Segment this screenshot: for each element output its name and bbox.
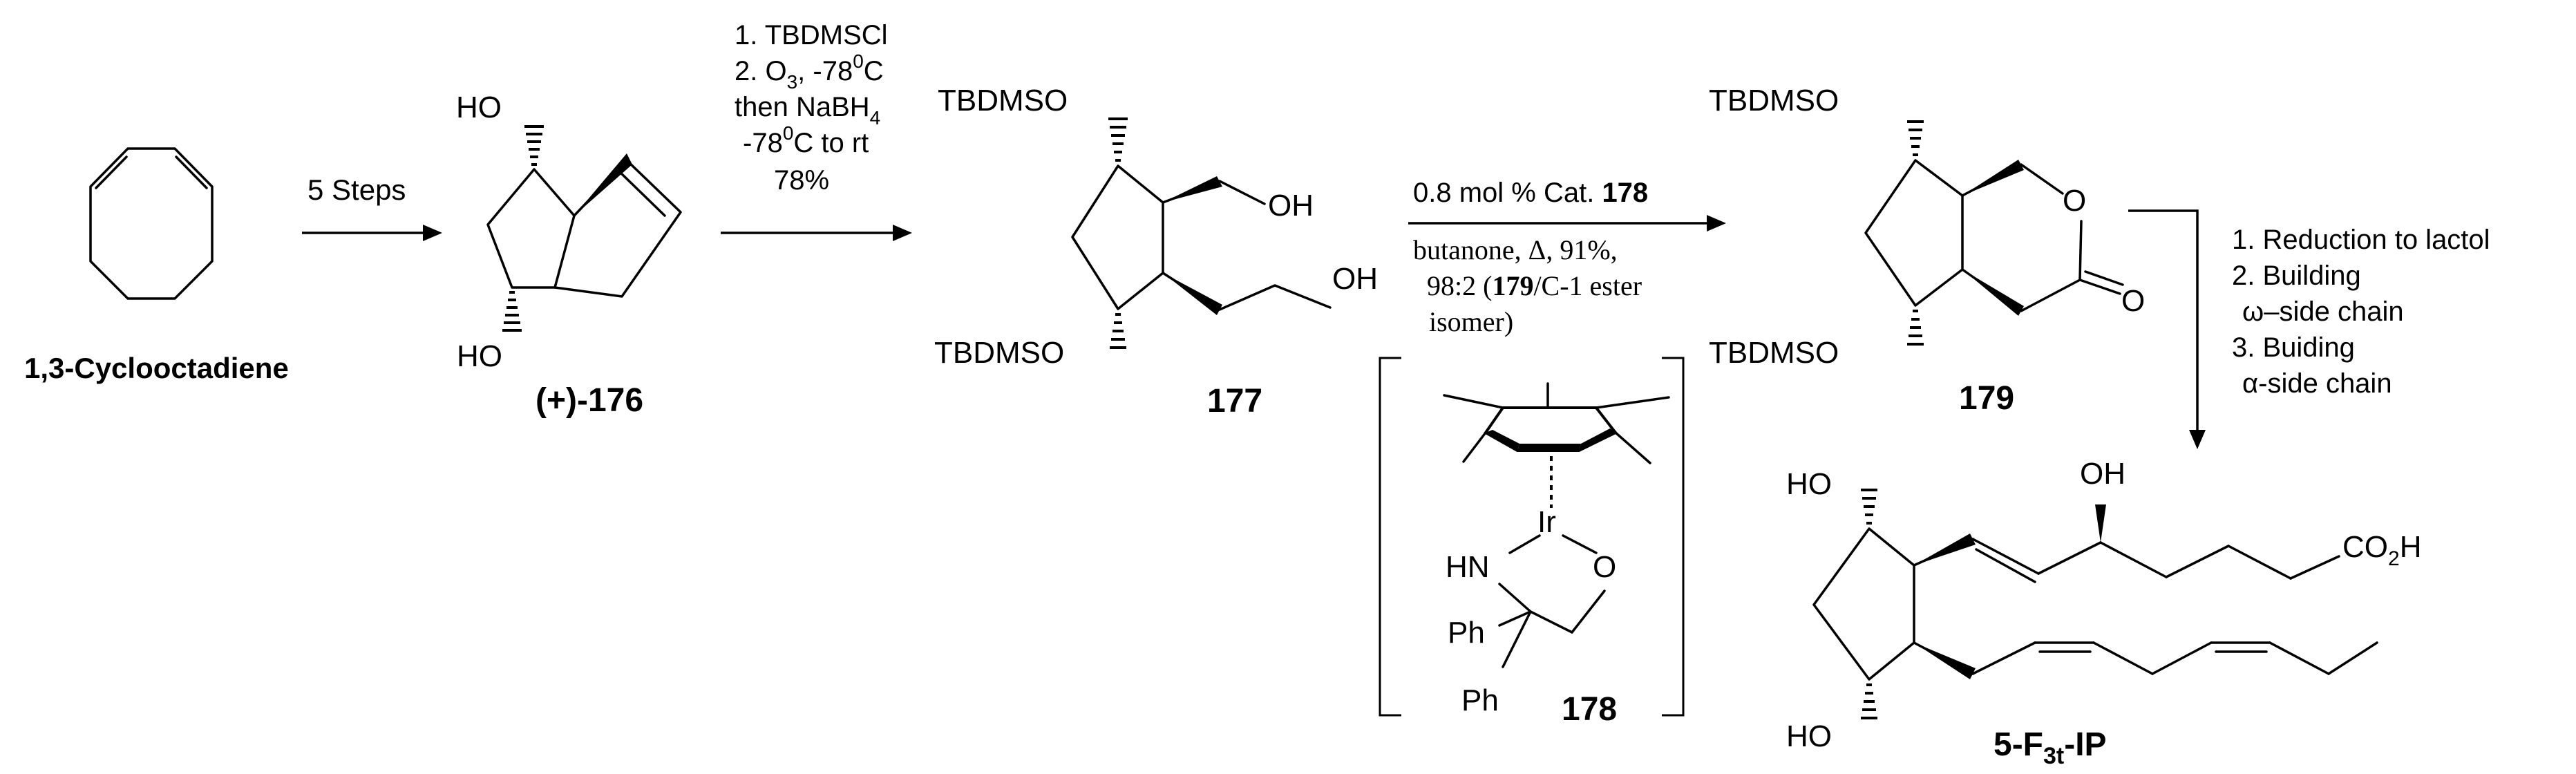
arrow-5-steps (302, 225, 442, 241)
cyclooctadiene-structure (89, 147, 214, 300)
product-structure (1812, 489, 2378, 719)
compound-177-structure (1071, 117, 1332, 349)
cond-line-2: 2. O3, -780C (735, 50, 884, 93)
compound-179-structure (1864, 120, 2124, 346)
179-ring-o: O (2063, 184, 2086, 218)
179-label: 179 (1959, 380, 2014, 417)
176-ho-top: HO (456, 91, 502, 124)
step-3: 3. Buiding (2232, 332, 2355, 363)
178-ph-1: Ph (1448, 616, 1485, 650)
compound-176-structure (486, 125, 682, 332)
arrow3-line3: isomer) (1429, 306, 1513, 337)
step-3b: α-side chain (2242, 368, 2392, 399)
arrow2-conditions: 1. TBDMSCl 2. O3, -780C then NaBH4 -780C… (735, 20, 888, 196)
177-label: 177 (1207, 383, 1262, 419)
179-tbdmso-top: TBDMSO (1709, 84, 1839, 117)
product-label: 5-F3t-IP (1993, 726, 2107, 769)
product-ho-bottom: HO (1786, 719, 1832, 753)
cond-line-5: 78% (774, 165, 829, 196)
178-o: O (1593, 550, 1616, 584)
step-2: 2. Building (2232, 261, 2361, 291)
catalyst-178-structure (1379, 357, 1685, 717)
arrow-conditions-2 (721, 225, 912, 241)
product-oh: OH (2080, 457, 2125, 491)
177-oh-2: OH (1332, 262, 1378, 296)
cyclooctadiene-label: 1,3-Cyclooctadiene (24, 352, 289, 384)
step-2b: ω–side chain (2242, 296, 2404, 327)
cond-line-1: 1. TBDMSCl (735, 20, 888, 50)
step-1: 1. Reduction to lactol (2232, 225, 2490, 255)
cond-line-4: -780C to rt (743, 122, 869, 158)
178-ph-2: Ph (1461, 683, 1499, 717)
178-ir: Ir (1537, 505, 1556, 539)
179-carbonyl-o: O (2121, 284, 2145, 318)
cond-line-3: then NaBH4 (735, 92, 880, 129)
177-tbdmso-top: TBDMSO (938, 84, 1068, 117)
arrow-to-product (2128, 209, 2206, 449)
product-acid: CO2H (2342, 530, 2421, 570)
176-label: (+)-176 (536, 382, 643, 419)
arrow1-label: 5 Steps (307, 173, 406, 206)
arrow3-line2: 98:2 (179/C-1 ester (1427, 270, 1642, 301)
178-label: 178 (1562, 691, 1617, 728)
176-ho-bottom: HO (457, 339, 502, 373)
arrow3-line1: butanone, Δ, 91%, (1413, 234, 1618, 265)
final-steps-text: 1. Reduction to lactol 2. Building ω–sid… (2232, 225, 2490, 399)
179-tbdmso-bottom: TBDMSO (1709, 336, 1839, 370)
arrow3-above: 0.8 mol % Cat. 178 (1413, 178, 1648, 208)
arrow-catalytic (1408, 215, 1726, 232)
177-tbdmso-bottom: TBDMSO (934, 336, 1064, 370)
178-hn: HN (1446, 550, 1490, 584)
177-oh-1: OH (1268, 189, 1314, 223)
product-ho-top: HO (1786, 467, 1832, 501)
